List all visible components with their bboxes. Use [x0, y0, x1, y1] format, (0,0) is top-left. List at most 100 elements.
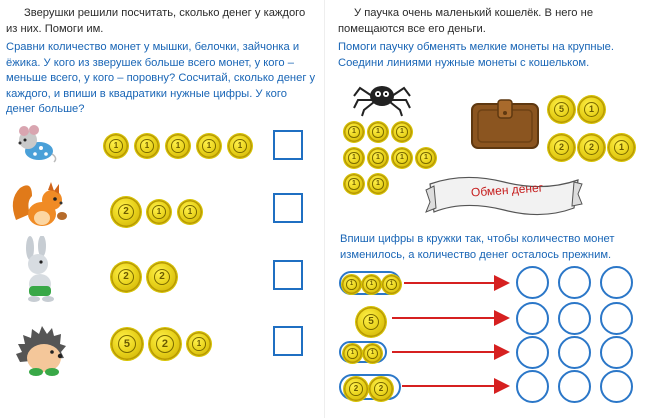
coin-value: 5	[118, 335, 136, 353]
bunny-icon	[16, 235, 68, 304]
squirrel-icon	[8, 180, 72, 230]
answer-box-bunny[interactable]	[273, 260, 303, 290]
coin-value: 2	[349, 382, 363, 396]
coin-value: 5	[362, 313, 380, 331]
coin-1: 1	[135, 134, 159, 158]
coin-value: 1	[372, 126, 384, 138]
coin-2: 2	[578, 134, 605, 161]
coin-value: 1	[346, 279, 357, 290]
right-task2-text: Впиши цифры в кружки так, чтобы количест…	[340, 233, 615, 261]
answer-circle[interactable]	[600, 302, 633, 335]
coin-1: 1	[342, 275, 361, 294]
coin-1: 1	[228, 134, 252, 158]
coin-value: 1	[367, 348, 378, 359]
answer-box-mouse[interactable]	[273, 130, 303, 160]
answer-circle[interactable]	[516, 336, 549, 369]
answer-box-squirrel[interactable]	[273, 193, 303, 223]
coin-1: 1	[368, 174, 388, 194]
coin-value: 1	[366, 279, 377, 290]
coin-oval-row4	[339, 374, 401, 400]
answer-circle[interactable]	[600, 266, 633, 299]
coin-value: 1	[348, 152, 360, 164]
coin-1: 1	[197, 134, 221, 158]
coin-2: 2	[548, 134, 575, 161]
coin-2: 2	[344, 377, 368, 401]
coin-value: 1	[396, 126, 408, 138]
coin-value: 1	[202, 139, 216, 153]
coin-value: 2	[374, 382, 388, 396]
coin-1: 1	[608, 134, 635, 161]
right-task1-text: Помоги паучку обменять мелкие монеты на …	[338, 41, 614, 69]
answer-circle[interactable]	[600, 370, 633, 403]
coin-2: 2	[149, 328, 181, 360]
coin-2: 2	[369, 377, 393, 401]
coin-1: 1	[344, 122, 364, 142]
coin-value: 1	[583, 101, 600, 118]
coin-value: 2	[117, 203, 135, 221]
coin-1: 1	[344, 174, 364, 194]
coin-1: 1	[368, 122, 388, 142]
coin-1: 1	[392, 122, 412, 142]
coin-1: 1	[368, 148, 388, 168]
coin-5: 5	[111, 328, 143, 360]
coin-2: 2	[111, 197, 141, 227]
answer-circle[interactable]	[558, 370, 591, 403]
coin-value: 2	[117, 268, 135, 286]
coin-1: 1	[362, 275, 381, 294]
coin-1: 1	[578, 96, 605, 123]
answer-box-hedgehog[interactable]	[273, 326, 303, 356]
coin-value: 1	[386, 279, 397, 290]
mouse-icon	[14, 124, 58, 164]
coin-1: 1	[363, 344, 382, 363]
left-task-text: Сравни количество монет у мышки, белочки…	[6, 41, 316, 115]
left-intro-text: Зверушки решили посчитать, сколько денег…	[6, 7, 306, 35]
coin-value: 1	[192, 337, 206, 351]
answer-circle[interactable]	[558, 336, 591, 369]
coin-value: 1	[140, 139, 154, 153]
coin-value: 1	[233, 139, 247, 153]
answer-circle[interactable]	[516, 302, 549, 335]
coin-value: 1	[183, 205, 197, 219]
coin-value: 1	[347, 348, 358, 359]
coin-1: 1	[344, 148, 364, 168]
coin-value: 1	[396, 152, 408, 164]
coin-value: 1	[372, 178, 384, 190]
right-intro-text: У паучка очень маленький кошелёк. В него…	[338, 7, 594, 35]
coin-value: 1	[420, 152, 432, 164]
coin-1: 1	[178, 200, 202, 224]
spider-icon	[352, 78, 414, 118]
coin-value: 1	[613, 139, 630, 156]
exchange-banner: Обмен денег	[424, 174, 584, 220]
coin-5: 5	[548, 96, 575, 123]
coin-value: 5	[553, 101, 570, 118]
coin-value: 1	[372, 152, 384, 164]
coin-1: 1	[187, 332, 211, 356]
coin-value: 2	[583, 139, 600, 156]
answer-circle[interactable]	[516, 370, 549, 403]
coin-5: 5	[356, 307, 386, 337]
coin-value: 2	[553, 139, 570, 156]
answer-circle[interactable]	[558, 266, 591, 299]
coin-1: 1	[147, 200, 171, 224]
coin-1: 1	[382, 275, 401, 294]
answer-circle[interactable]	[558, 302, 591, 335]
coin-value: 2	[153, 268, 171, 286]
coin-2: 2	[147, 262, 177, 292]
coin-value: 1	[171, 139, 185, 153]
coin-value: 1	[109, 139, 123, 153]
coin-value: 1	[152, 205, 166, 219]
coin-value: 1	[348, 178, 360, 190]
answer-circle[interactable]	[600, 336, 633, 369]
coin-value: 2	[156, 335, 174, 353]
wallet-icon	[470, 98, 540, 150]
coin-1: 1	[166, 134, 190, 158]
coin-value: 1	[348, 126, 360, 138]
coin-1: 1	[104, 134, 128, 158]
coin-2: 2	[111, 262, 141, 292]
coin-1: 1	[392, 148, 412, 168]
coin-oval-row3	[339, 341, 387, 363]
hedgehog-icon	[14, 322, 74, 378]
answer-circle[interactable]	[516, 266, 549, 299]
coin-1: 1	[343, 344, 362, 363]
